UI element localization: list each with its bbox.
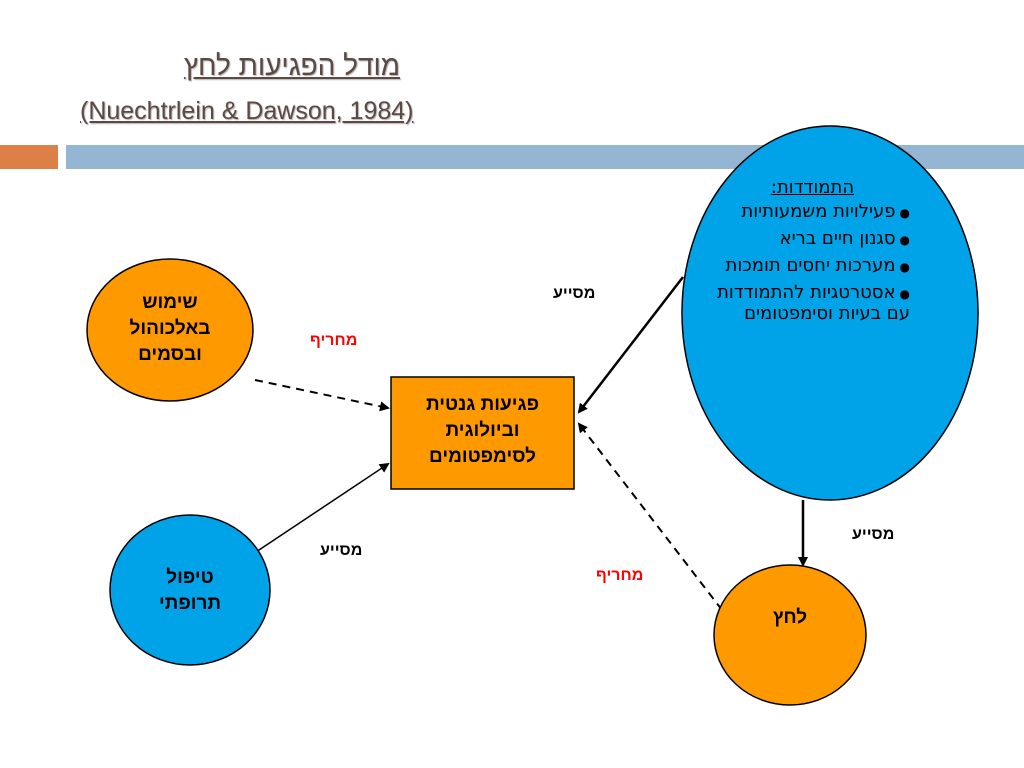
bullet-icon: ● bbox=[899, 287, 910, 301]
bullet-icon: ● bbox=[899, 206, 910, 220]
slide-subtitle: (Nuechtrlein & Dawson, 1984) bbox=[80, 97, 414, 125]
edge-stress-to-vulnerability bbox=[577, 422, 723, 611]
slide-title: מודל הפגיעות לחץ bbox=[183, 50, 400, 81]
coping-list: ●פעילויות משמעותיות ●סגנון חיים בריא ●מע… bbox=[715, 202, 910, 324]
edge-label-medication-helps: מסייע bbox=[320, 542, 363, 559]
bullet-icon: ● bbox=[899, 233, 910, 247]
node-vulnerability-label: פגיעות גנטית וביולוגית לסימפטומים bbox=[426, 394, 539, 467]
node-medication-circle bbox=[109, 514, 271, 666]
edge-label-alcohol-aggravates: מחריף bbox=[310, 332, 358, 349]
edge-label-coping-stress-helps: מסייע bbox=[852, 526, 895, 543]
node-coping-content: התמודדות: ●פעילויות משמעותיות ●סגנון חיי… bbox=[715, 178, 910, 330]
edge-label-stress-aggravates: מחריף bbox=[596, 567, 644, 584]
node-stress-circle bbox=[713, 564, 867, 706]
coping-list-item: ●סגנון חיים בריא bbox=[779, 228, 910, 249]
node-medication-label: טיפול תרופתי bbox=[158, 567, 222, 614]
node-stress-label: לחץ bbox=[772, 607, 808, 628]
node-coping-ellipse bbox=[681, 125, 979, 501]
node-alcohol-circle bbox=[86, 258, 254, 402]
bullet-icon: ● bbox=[899, 260, 910, 274]
coping-list-item: ●מערכות יחסים תומכות bbox=[725, 255, 910, 276]
edge-label-coping-helps: מסייע bbox=[553, 285, 596, 302]
coping-list-item: ●פעילויות משמעותיות bbox=[741, 201, 910, 222]
edge-medication-to-vulnerability bbox=[255, 462, 390, 553]
coping-title: התמודדות: bbox=[770, 177, 855, 198]
edge-alcohol-to-vulnerability bbox=[254, 379, 390, 412]
node-vulnerability-box bbox=[390, 376, 575, 490]
accent-bar-orange bbox=[0, 145, 58, 169]
node-alcohol-label: שימוש באלכוהול ובסמים bbox=[129, 292, 211, 365]
edge-coping-to-vulnerability bbox=[577, 276, 684, 414]
coping-list-item: ●אסטרטגיות להתמודדות עם בעיות וסימפטומים bbox=[717, 282, 910, 324]
